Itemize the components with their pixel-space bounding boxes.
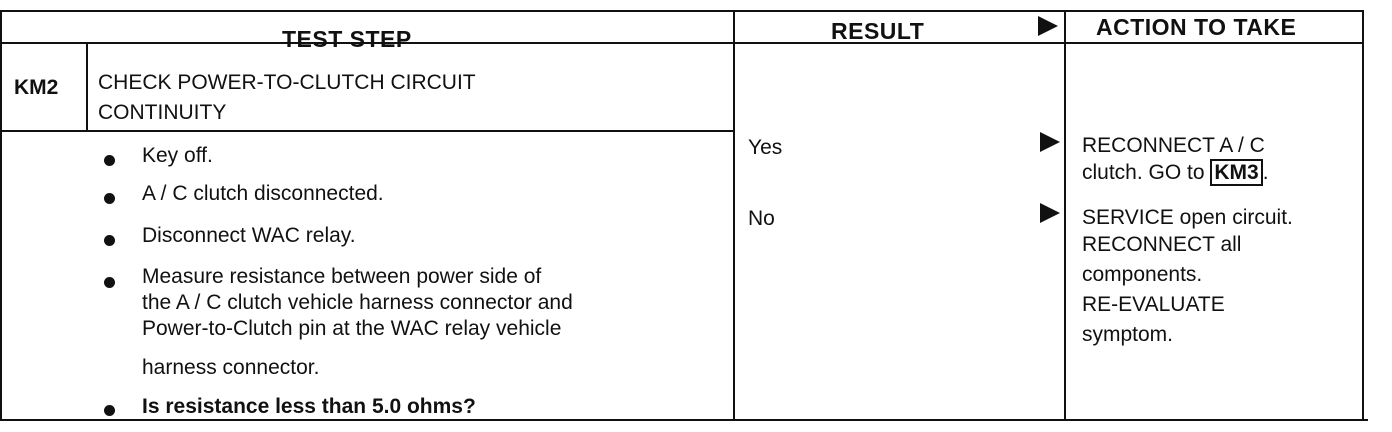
table-top-border xyxy=(0,10,1364,12)
action-yes-text: clutch. GO to xyxy=(1082,161,1211,184)
bullet-icon xyxy=(104,193,115,204)
header-arrow-icon xyxy=(1038,16,1058,36)
action-yes-line2: clutch. GO to KM3. xyxy=(1082,159,1269,186)
table-right-border xyxy=(1362,10,1364,421)
instruction-clutch-disconnected: A / C clutch disconnected. xyxy=(142,182,384,205)
action-yes-line1: RECONNECT A / C xyxy=(1082,134,1265,157)
no-arrow-icon xyxy=(1040,203,1060,223)
action-column-divider xyxy=(1064,10,1066,421)
instruction-measure-line2: the A / C clutch vehicle harness connect… xyxy=(142,291,573,314)
step-reference-km3: KM3 xyxy=(1210,159,1263,186)
result-column-divider xyxy=(733,10,735,421)
action-yes-period: . xyxy=(1262,161,1269,184)
header-test-step: TEST STEP xyxy=(282,26,412,52)
instruction-question: Is resistance less than 5.0 ohms? xyxy=(142,395,476,418)
action-no-line4: RE-EVALUATE xyxy=(1082,293,1225,316)
instruction-key-off: Key off. xyxy=(142,144,213,167)
action-no-line2: RECONNECT all xyxy=(1082,233,1242,256)
header-result: RESULT xyxy=(831,18,925,44)
action-no-line1: SERVICE open circuit. xyxy=(1082,206,1293,229)
bullet-icon xyxy=(104,155,115,166)
instruction-measure-line3: Power-to-Clutch pin at the WAC relay veh… xyxy=(142,317,562,340)
instruction-disconnect-relay: Disconnect WAC relay. xyxy=(142,224,356,247)
bullet-icon xyxy=(104,277,115,288)
step-code-divider xyxy=(86,44,88,132)
header-bottom-border xyxy=(0,42,1364,44)
instruction-measure-line4: harness connector. xyxy=(142,356,320,379)
step-title-bottom-border xyxy=(0,130,733,132)
instruction-measure-line1: Measure resistance between power side of xyxy=(142,265,542,288)
bullet-icon xyxy=(104,405,115,416)
step-code: KM2 xyxy=(14,76,59,99)
step-title-line1: CHECK POWER-TO-CLUTCH CIRCUIT xyxy=(98,71,476,94)
yes-arrow-icon xyxy=(1040,132,1060,152)
table-bottom-border xyxy=(0,419,1368,421)
action-no-line5: symptom. xyxy=(1082,323,1174,346)
table-left-border xyxy=(0,10,2,421)
bullet-icon xyxy=(104,235,115,246)
action-no-line3: components. xyxy=(1082,263,1203,286)
step-title-line2: CONTINUITY xyxy=(98,101,227,124)
header-action-to-take: ACTION TO TAKE xyxy=(1096,14,1297,40)
result-no: No xyxy=(748,207,775,230)
result-yes: Yes xyxy=(748,136,783,159)
